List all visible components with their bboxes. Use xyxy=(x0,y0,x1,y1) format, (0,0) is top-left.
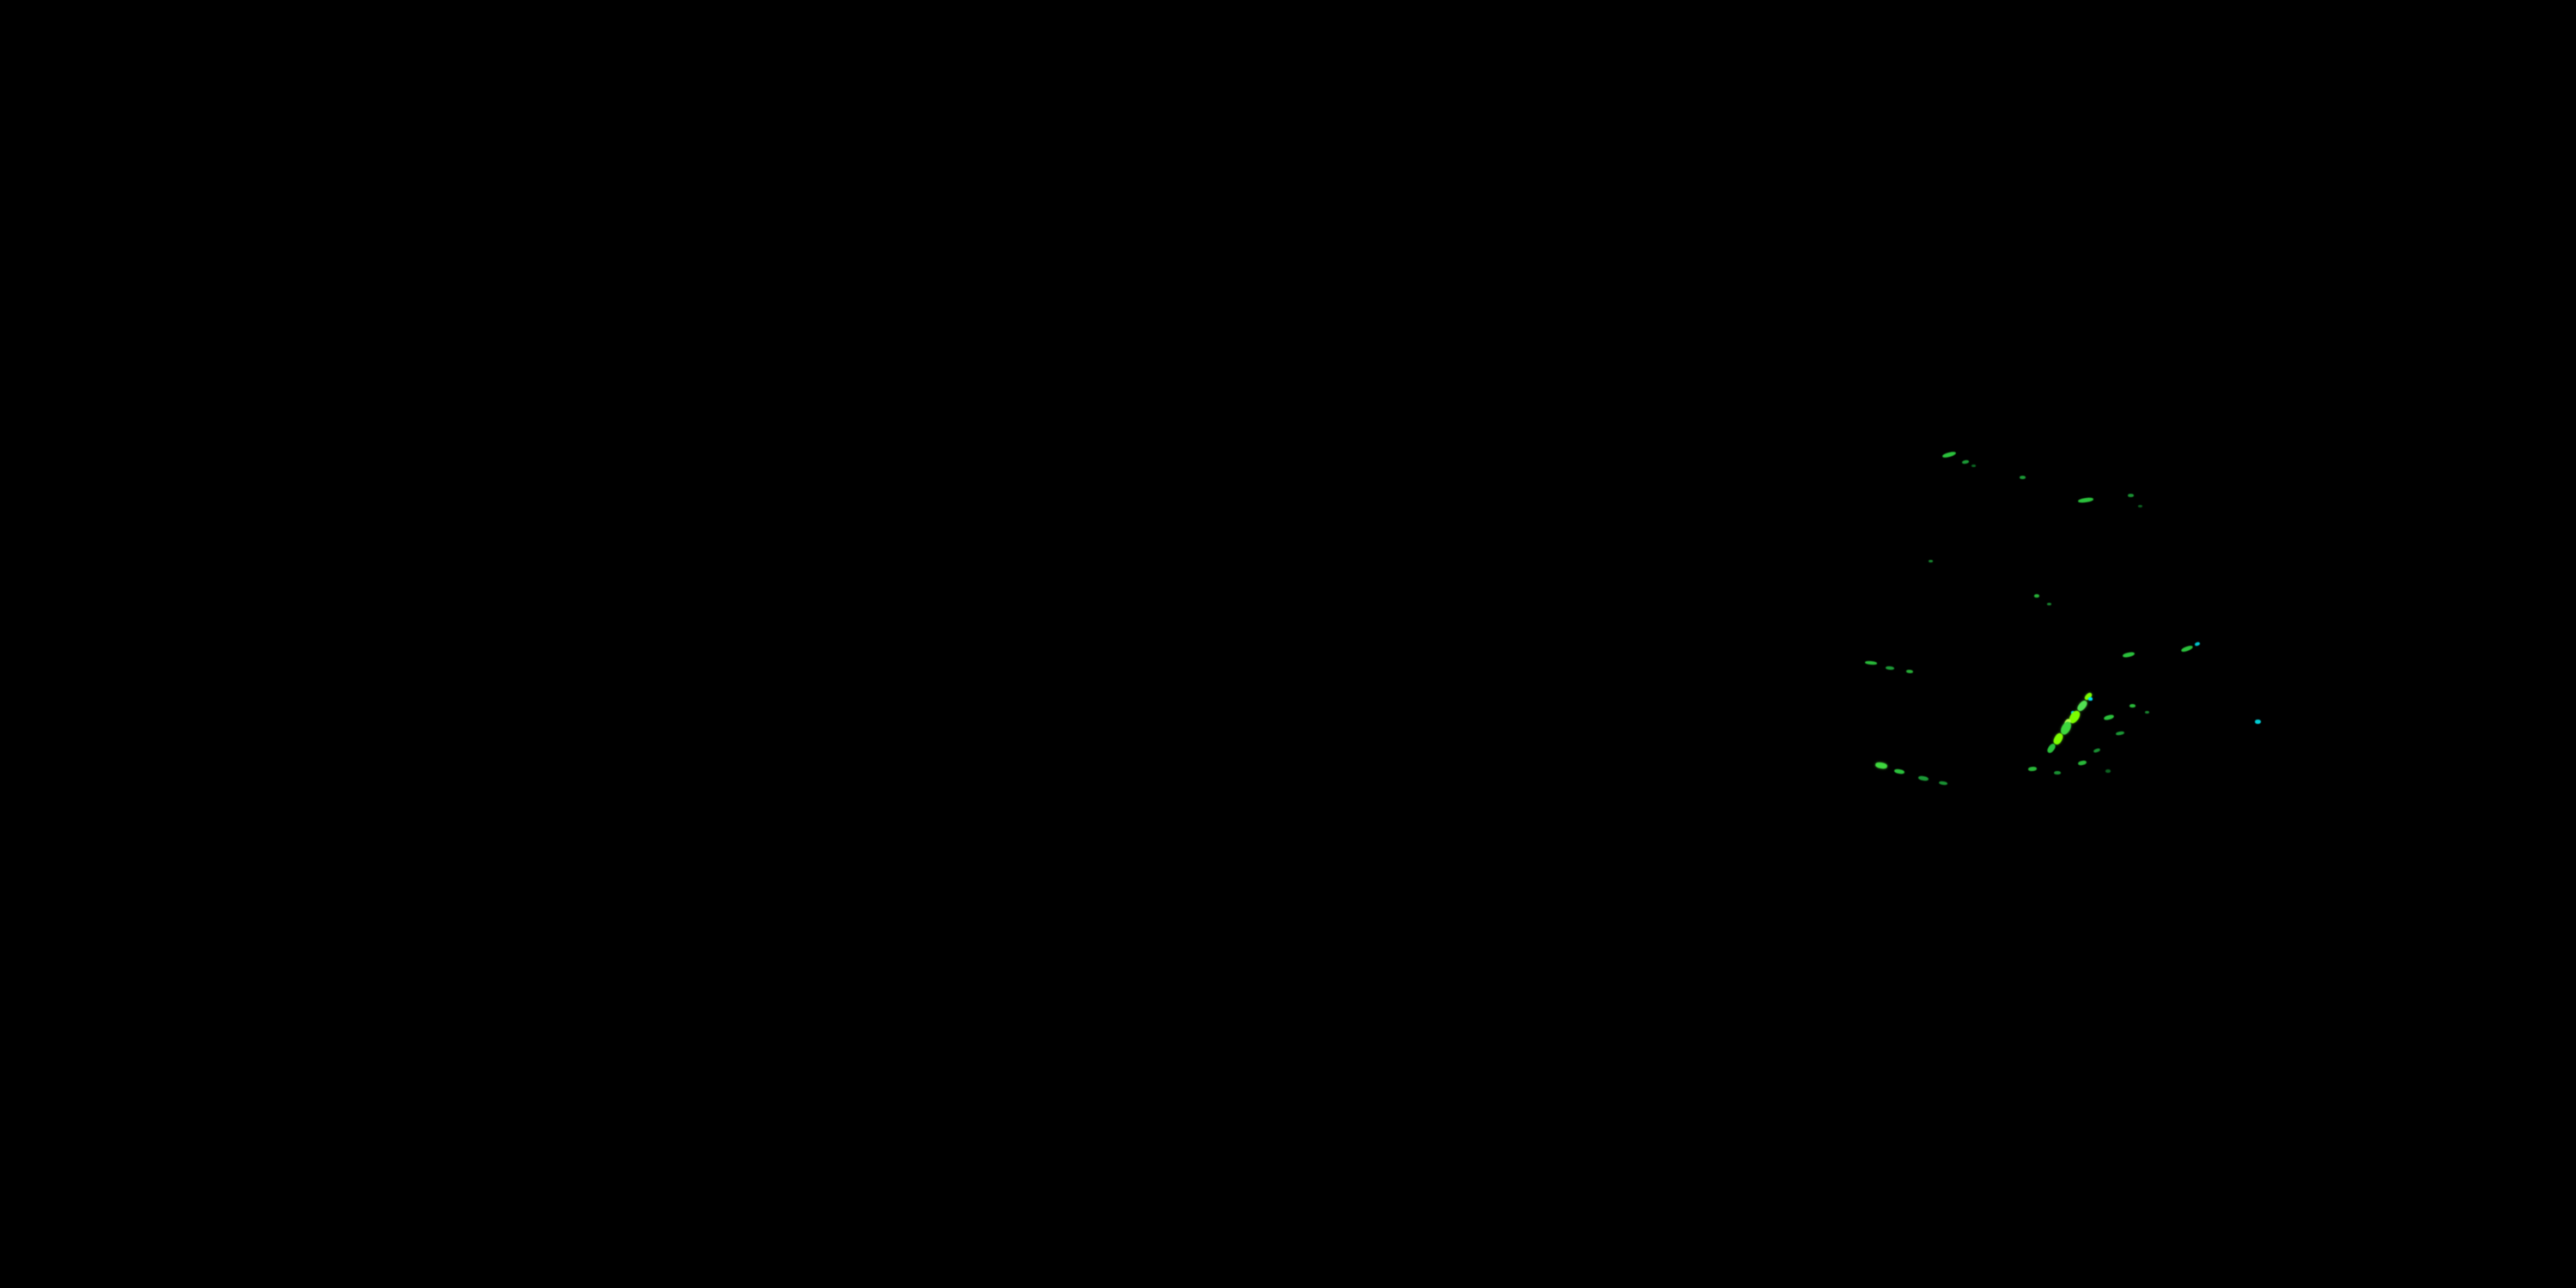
radar-echo xyxy=(2128,494,2134,497)
radar-echo xyxy=(2027,766,2038,772)
radar-echo xyxy=(2180,644,2194,653)
radar-echo xyxy=(2020,476,2026,479)
radar-echo xyxy=(2138,505,2142,507)
radar-echo xyxy=(2129,704,2136,708)
radar-echo xyxy=(2034,594,2039,598)
radar-echo xyxy=(2047,603,2051,605)
radar-echo xyxy=(2045,742,2057,755)
radar-echo xyxy=(1941,451,1957,459)
radar-echo xyxy=(1885,665,1895,671)
radar-echo xyxy=(2103,714,2115,721)
radar-echo xyxy=(2105,769,2111,773)
radar-echo xyxy=(1938,781,1948,786)
radar-echo xyxy=(2115,731,2125,736)
radar-echo xyxy=(2054,771,2061,775)
radar-echo xyxy=(1874,761,1888,770)
radar-echo xyxy=(2194,641,2201,647)
radar-echo xyxy=(1971,465,1976,467)
radar-echo xyxy=(1905,669,1914,674)
radar-echo xyxy=(2255,720,2261,724)
radar-echo xyxy=(1929,560,1933,562)
radar-echo xyxy=(1917,775,1929,782)
radar-echo xyxy=(2077,496,2094,504)
radar-echo xyxy=(2122,651,2136,659)
radar-echo xyxy=(2077,760,2087,766)
radar-echo xyxy=(2145,711,2149,714)
radar-echo xyxy=(1893,768,1905,775)
radar-echo xyxy=(1864,660,1878,665)
radar-echo xyxy=(1961,459,1970,465)
radar-echo xyxy=(2093,747,2101,754)
radar-echo xyxy=(2088,697,2093,701)
